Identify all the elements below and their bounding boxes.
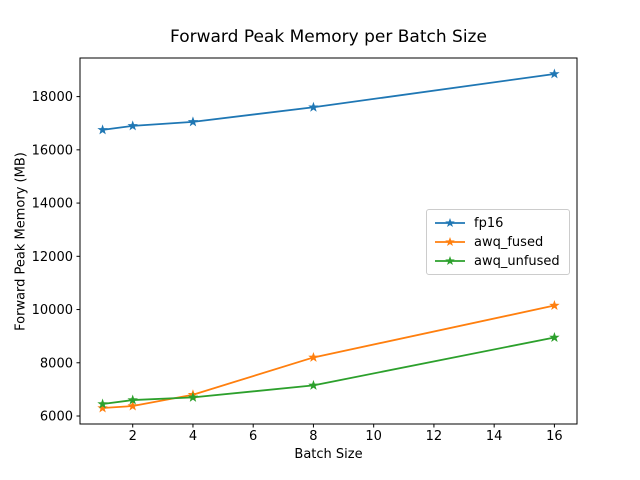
star-marker-icon: [445, 256, 455, 266]
star-marker-icon: [445, 218, 455, 228]
data-point-marker-fp16: [308, 101, 319, 112]
x-axis-label: Batch Size: [294, 447, 363, 462]
data-point-marker-fp16: [549, 68, 560, 79]
legend-item-fp16: fp16: [434, 215, 560, 231]
legend-item-awq_unfused: awq_unfused: [434, 253, 560, 269]
star-marker-icon: [445, 237, 455, 247]
data-point-marker-awq_unfused: [97, 398, 108, 409]
x-tick-label: 16: [546, 429, 563, 444]
legend-line-sample: [435, 256, 465, 266]
legend-item-awq_fused: awq_fused: [434, 234, 560, 250]
y-axis-label: Forward Peak Memory (MB): [13, 152, 29, 331]
x-tick-label: 2: [129, 429, 137, 444]
legend-line-sample: [435, 218, 465, 228]
plot-border: [79, 57, 578, 425]
x-tick-label: 6: [249, 429, 257, 444]
data-point-marker-fp16: [127, 120, 138, 131]
chart-title: Forward Peak Memory per Batch Size: [170, 27, 487, 47]
y-tick-label: 6000: [40, 410, 73, 425]
y-tick-label: 14000: [32, 197, 73, 212]
x-tick-label: 8: [309, 429, 317, 444]
data-point-marker-awq_fused: [127, 400, 138, 411]
legend-label: awq_unfused: [474, 253, 560, 269]
data-point-marker-awq_unfused: [187, 391, 199, 402]
y-tick-label: 12000: [32, 250, 73, 265]
data-point-marker-fp16: [97, 124, 108, 135]
x-tick-label: 14: [486, 429, 503, 444]
x-tick-label: 4: [189, 429, 197, 444]
data-point-marker-awq_fused: [549, 300, 560, 310]
y-tick-label: 10000: [32, 303, 73, 318]
series-line-awq_fused: [102, 304, 555, 409]
data-point-marker-awq_unfused: [549, 331, 560, 342]
data-point-marker-fp16: [187, 116, 199, 127]
data-point-marker-awq_unfused: [127, 394, 138, 405]
data-point-marker-awq_unfused: [308, 379, 319, 390]
x-tick-label: 10: [365, 429, 382, 444]
legend: fp16 awq_fused awq_unfused: [426, 209, 570, 275]
legend-line-sample: [435, 237, 465, 247]
series-line-fp16: [102, 73, 555, 131]
data-point-marker-awq_fused: [308, 351, 319, 362]
legend-label: fp16: [474, 215, 504, 231]
series-line-awq_unfused: [102, 336, 555, 405]
y-tick-label: 16000: [32, 143, 73, 158]
data-point-marker-awq_fused: [97, 402, 108, 413]
legend-label: awq_fused: [474, 234, 544, 250]
x-tick-label: 12: [426, 429, 443, 444]
y-tick-label: 8000: [40, 356, 73, 371]
y-tick-label: 18000: [32, 90, 73, 105]
